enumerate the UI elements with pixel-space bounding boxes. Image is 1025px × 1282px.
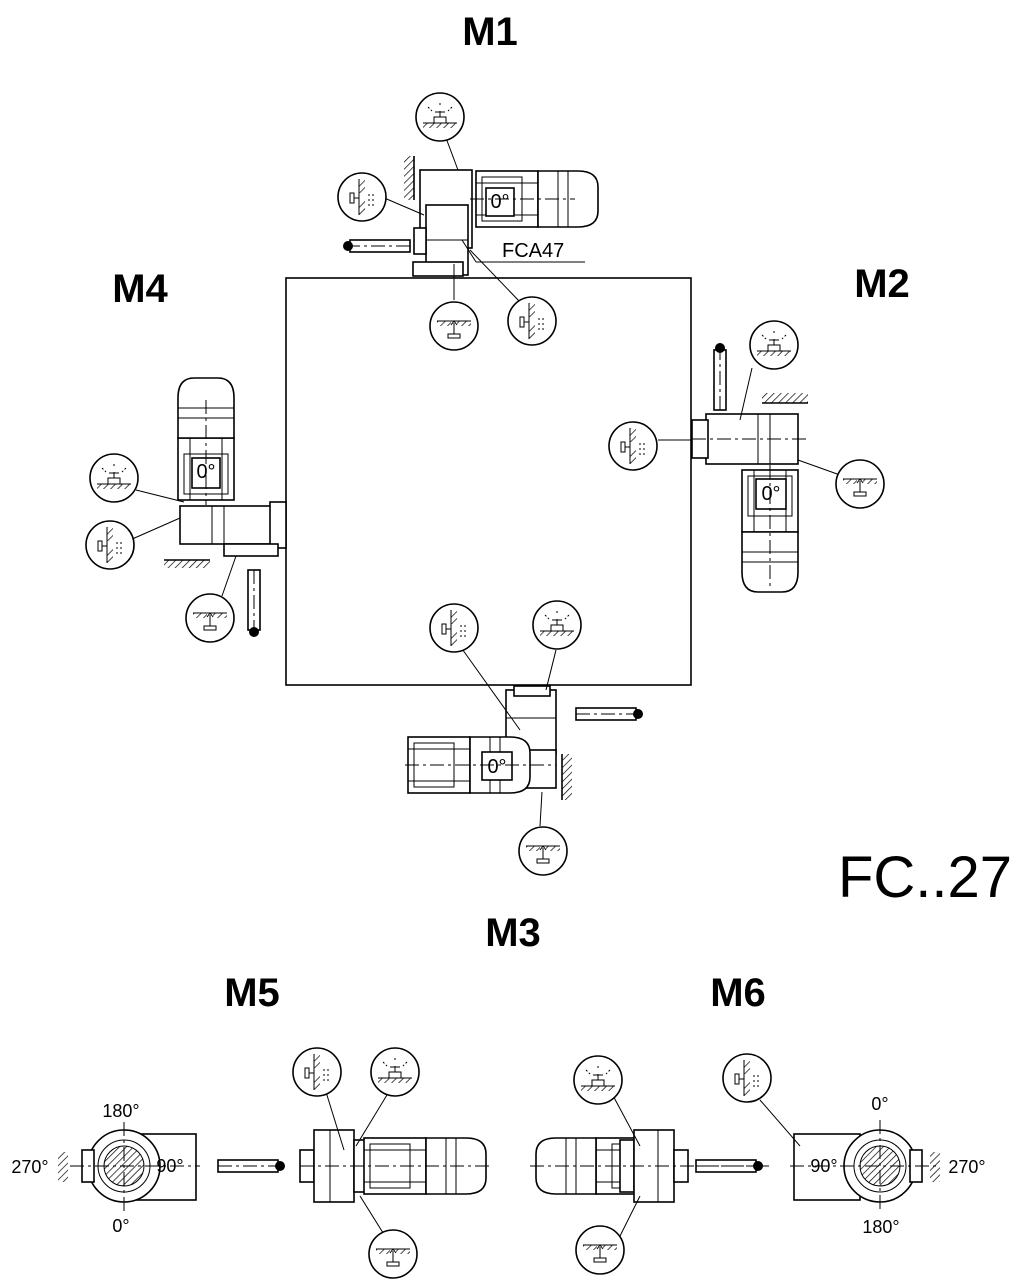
angle-label-m1: 0°: [490, 191, 509, 213]
gearmotor-m6-side-view: [530, 1055, 770, 1275]
angle-label-m6-bottom: 180°: [862, 1217, 899, 1237]
model-series-label: FC..27: [838, 845, 1012, 910]
gearmotor-m4: 0°: [85, 377, 287, 643]
angle-label-m6-left: 90°: [810, 1156, 837, 1176]
callout-label-m1: FCA47: [502, 240, 564, 262]
angle-label-m5-right: 90°: [156, 1156, 183, 1176]
position-label-m3: M3: [485, 911, 541, 955]
angle-label-m3: 0°: [487, 756, 506, 778]
position-label-m1: M1: [462, 10, 518, 54]
angle-label-m4: 0°: [196, 461, 215, 483]
gearmotor-m2: 0°: [608, 320, 885, 593]
angle-label-m6-top: 0°: [871, 1094, 888, 1114]
position-label-m4: M4: [112, 267, 168, 311]
angle-label-m5-left: 270°: [11, 1157, 48, 1177]
position-label-m6: M6: [710, 971, 766, 1015]
angle-label-m6-right: 270°: [948, 1157, 985, 1177]
position-label-m5: M5: [224, 971, 280, 1015]
angle-label-m2: 0°: [761, 483, 780, 505]
angle-label-m5-bottom: 0°: [112, 1216, 129, 1236]
gearmotor-m3: 0°: [405, 600, 644, 876]
gearmotor-m5-side-view: [217, 1047, 490, 1279]
central-frame: [285, 277, 692, 686]
gearmotor-m1: 0° FCA47: [337, 92, 599, 351]
gearmotor-m6-end-view: 0° 270° 90° 180°: [722, 1053, 986, 1237]
gearmotor-m5-end-view: 180° 270° 90° 0°: [11, 1101, 200, 1236]
angle-label-m5-top: 180°: [102, 1101, 139, 1121]
position-label-m2: M2: [854, 262, 910, 306]
